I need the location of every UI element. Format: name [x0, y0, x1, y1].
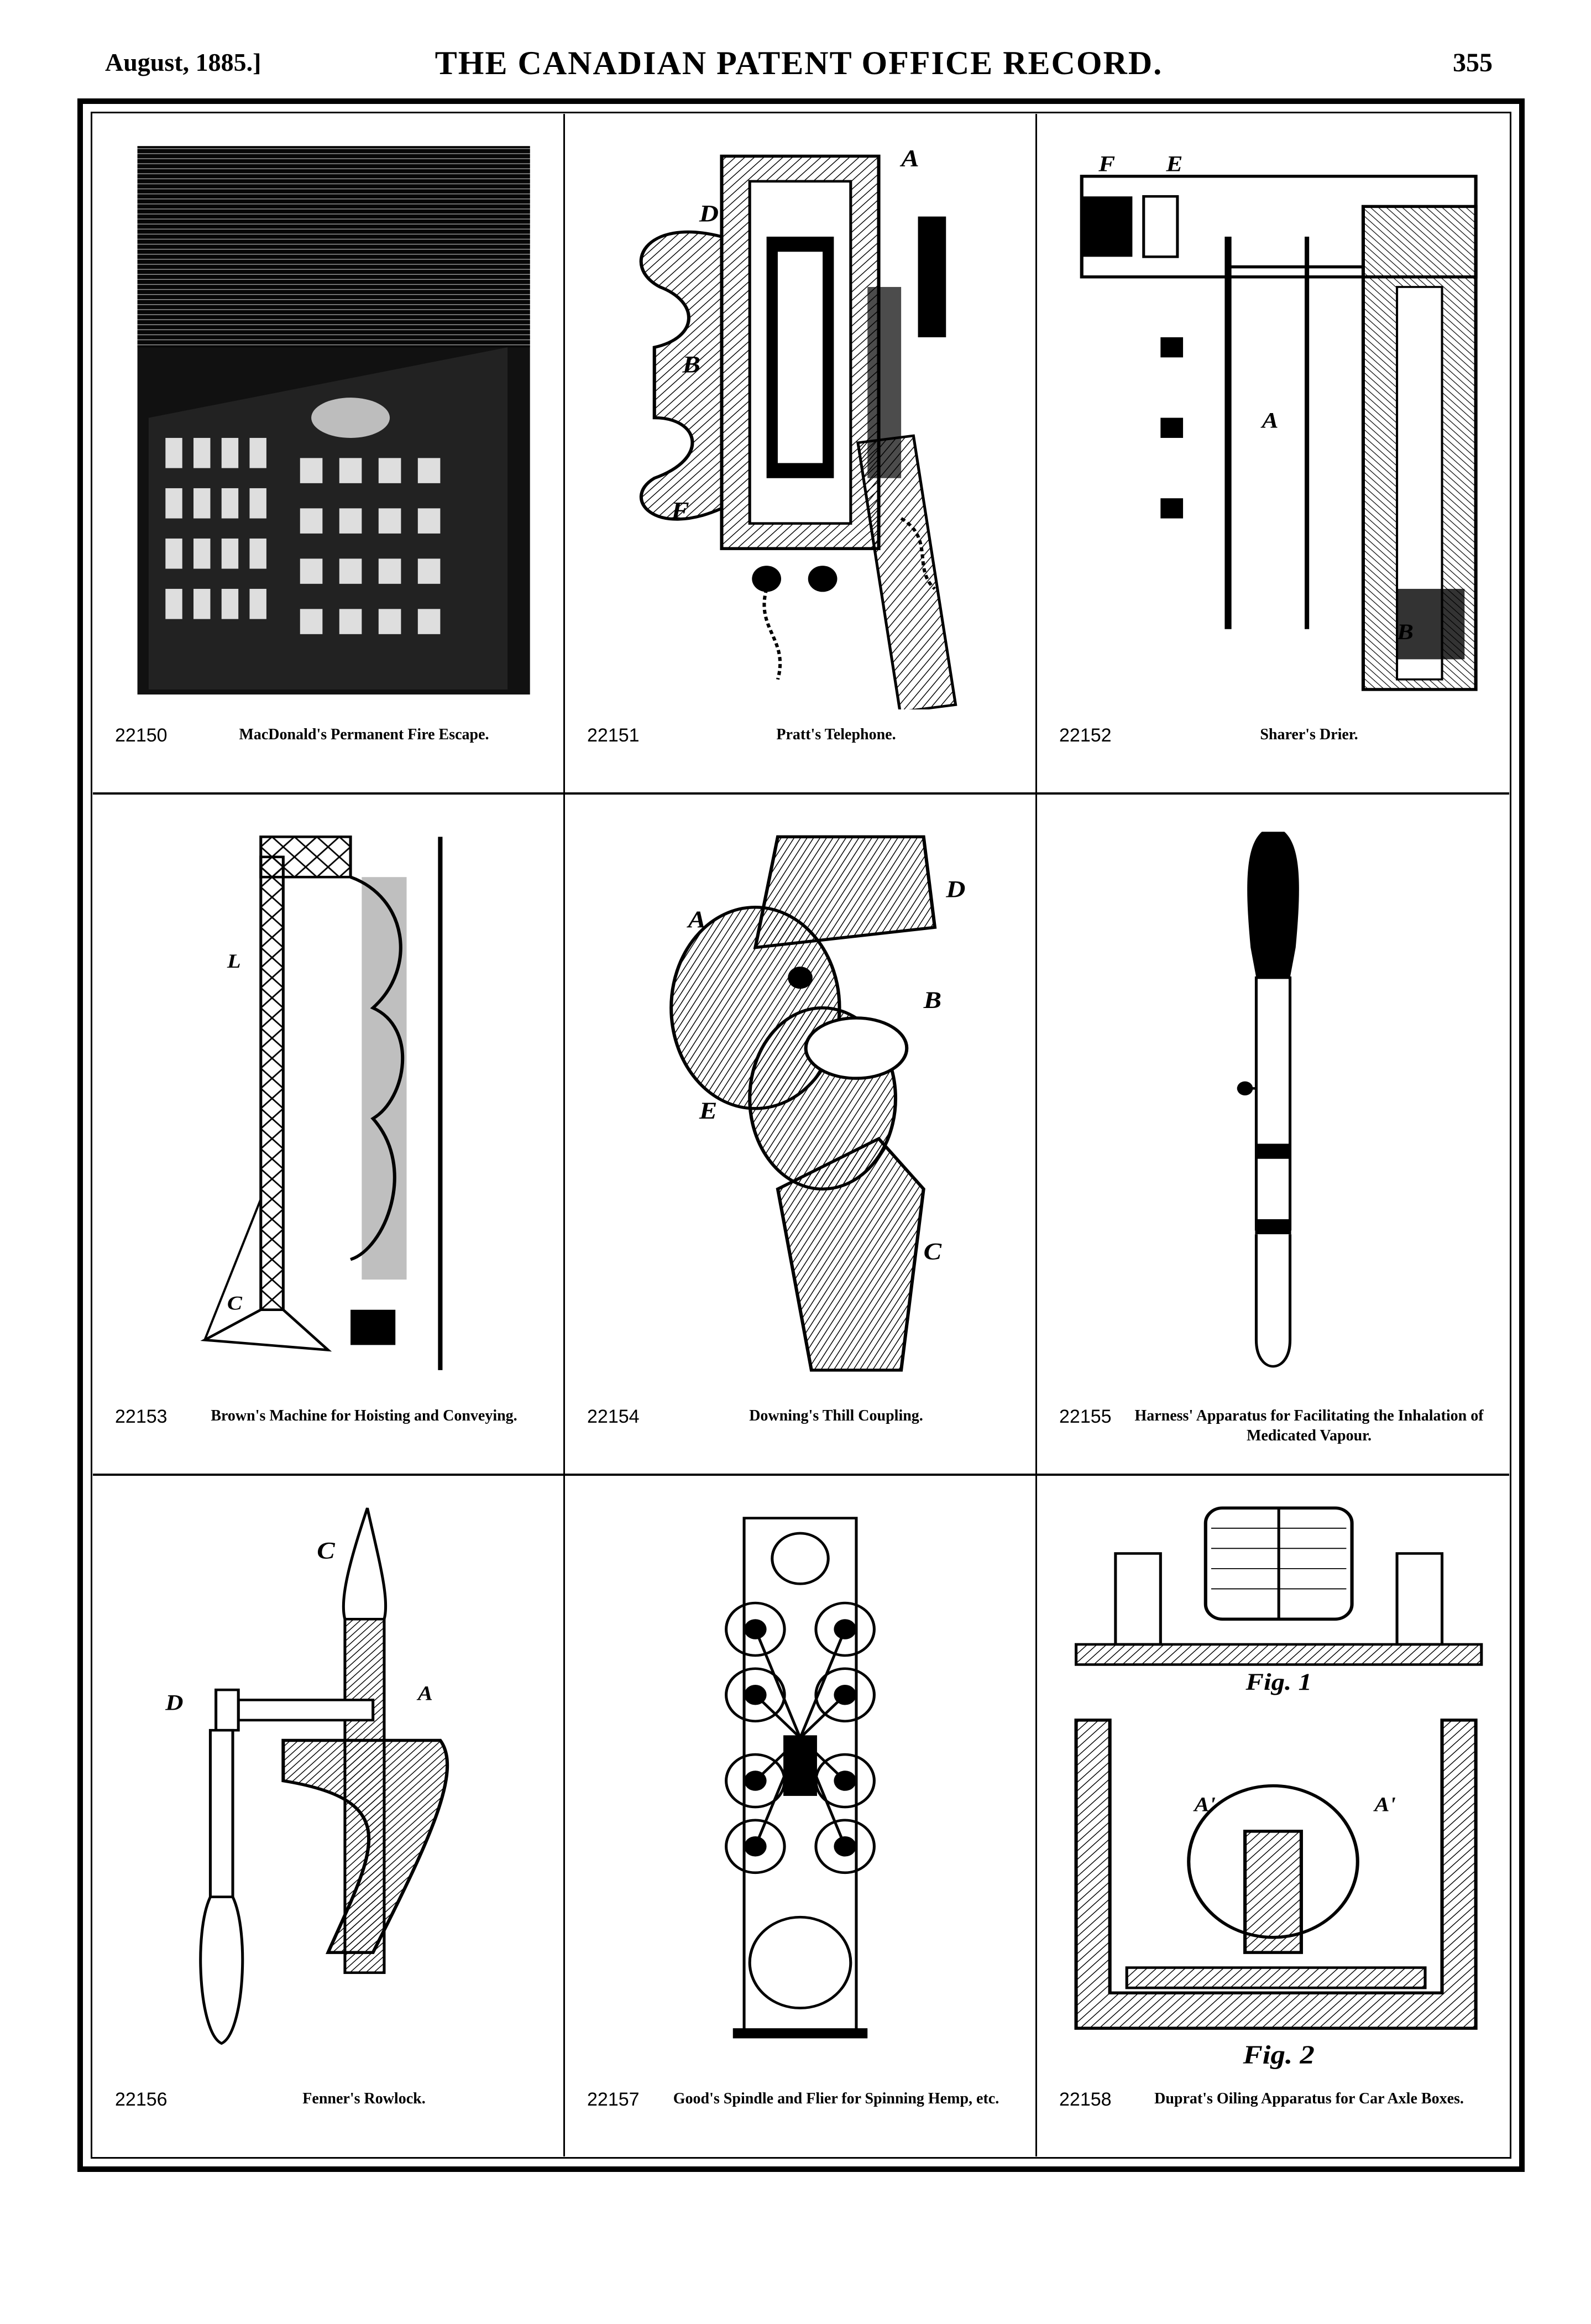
patent-title: Brown's Machine for Hoisting and Conveyi…	[211, 1407, 517, 1424]
patent-caption: 22157 Good's Spindle and Flier for Spinn…	[587, 2081, 1019, 2142]
svg-text:A': A'	[1193, 1794, 1216, 1816]
thill-coupling-illustration: A D B E C	[587, 817, 1013, 1390]
svg-text:B: B	[923, 987, 942, 1014]
patent-caption: 22151 Pratt's Telephone.	[587, 717, 1019, 778]
patent-number: 22151	[587, 725, 640, 746]
svg-text:F: F	[671, 498, 689, 524]
fig1-label: Fig. 1	[1245, 1669, 1312, 1695]
drier-illustration: F E A B	[1059, 136, 1487, 709]
patent-cell-22154: A D B E C 22154 Downing's Thill Coupling…	[565, 795, 1037, 1476]
svg-text:A: A	[899, 145, 919, 172]
svg-text:C: C	[924, 1239, 943, 1265]
patent-title: Harness' Apparatus for Facilitating the …	[1134, 1407, 1484, 1444]
issue-date: August, 1885.]	[105, 48, 261, 76]
patent-cell-22153: L C 22153 Brown's Machine for Hoisting a…	[93, 795, 565, 1476]
page-header: August, 1885.] THE CANADIAN PATENT OFFIC…	[105, 45, 1493, 86]
inhalation-apparatus-illustration	[1059, 817, 1487, 1390]
patent-cell-22157: 22157 Good's Spindle and Flier for Spinn…	[565, 1475, 1037, 2156]
patent-caption: 22158 Duprat's Oiling Apparatus for Car …	[1059, 2081, 1493, 2142]
patent-cell-22152: F E A B 22152 Sharer's Drier.	[1037, 114, 1509, 795]
oiling-apparatus-illustration: Fig. 1 Fig. 2 A' A'	[1059, 1498, 1487, 2074]
patent-caption: 22154 Downing's Thill Coupling.	[587, 1398, 1019, 1459]
svg-text:D: D	[699, 201, 719, 227]
patent-title: MacDonald's Permanent Fire Escape.	[239, 726, 489, 744]
page-number: 355	[1453, 48, 1493, 77]
patent-title: Pratt's Telephone.	[776, 726, 896, 744]
plate-inner-rule	[91, 112, 1511, 2159]
patent-number: 22153	[115, 1406, 168, 1427]
patent-title: Downing's Thill Coupling.	[749, 1407, 923, 1424]
patent-number: 22155	[1059, 1406, 1112, 1427]
patent-cell-22150: 22150 MacDonald's Permanent Fire Escape.	[93, 114, 565, 795]
rowlock-illustration: C D A	[115, 1498, 541, 2074]
svg-text:E: E	[1165, 152, 1182, 176]
patent-cell-22158: Fig. 1 Fig. 2 A' A' 22158 Duprat's Oilin…	[1037, 1476, 1509, 2156]
publication-title: THE CANADIAN PATENT OFFICE RECORD.	[435, 45, 1163, 81]
svg-text:C: C	[317, 1537, 336, 1564]
patent-cell-22156: C D A 22156 Fenner's Rowlock.	[93, 1475, 565, 2156]
patent-number: 22150	[115, 725, 168, 746]
fire-escape-illustration	[115, 136, 541, 709]
svg-text:A': A'	[1373, 1794, 1396, 1816]
patent-title: Fenner's Rowlock.	[302, 2090, 426, 2107]
patent-cell-22151: A D B F 22151 Pratt's Telephone.	[565, 114, 1037, 795]
svg-text:F: F	[1098, 152, 1115, 176]
svg-text:E: E	[699, 1098, 718, 1125]
patent-caption: 22152 Sharer's Drier.	[1059, 717, 1493, 778]
svg-text:A: A	[686, 907, 706, 933]
svg-text:L: L	[227, 951, 241, 973]
patent-number: 22157	[587, 2089, 640, 2110]
patent-caption: 22150 MacDonald's Permanent Fire Escape.	[115, 717, 547, 778]
svg-text:B: B	[682, 352, 700, 378]
patent-title: Good's Spindle and Flier for Spinning He…	[673, 2090, 999, 2107]
patent-number: 22152	[1059, 725, 1112, 746]
patent-number: 22158	[1059, 2089, 1112, 2110]
patent-caption: 22156 Fenner's Rowlock.	[115, 2081, 547, 2142]
patent-caption: 22153 Brown's Machine for Hoisting and C…	[115, 1398, 547, 1459]
patent-number: 22154	[587, 1406, 640, 1427]
fig2-label: Fig. 2	[1242, 2040, 1315, 2069]
patent-title: Sharer's Drier.	[1260, 726, 1358, 744]
patent-caption: 22155 Harness' Apparatus for Facilitatin…	[1059, 1398, 1493, 1459]
svg-text:C: C	[227, 1293, 243, 1315]
plate-frame: 22150 MacDonald's Permanent Fire Escape.	[77, 98, 1525, 2172]
svg-text:B: B	[1396, 620, 1414, 644]
patent-number: 22156	[115, 2089, 168, 2110]
svg-text:A: A	[417, 1683, 433, 1705]
patent-cell-22155: 22155 Harness' Apparatus for Facilitatin…	[1037, 795, 1509, 1476]
patent-title: Duprat's Oiling Apparatus for Car Axle B…	[1154, 2090, 1464, 2107]
svg-text:A: A	[1260, 409, 1278, 433]
svg-text:D: D	[165, 1690, 183, 1715]
svg-text:D: D	[945, 876, 965, 903]
hoisting-machine-illustration: L C	[115, 817, 541, 1390]
patent-grid: 22150 MacDonald's Permanent Fire Escape.	[93, 114, 1509, 2156]
telephone-illustration: A D B F	[587, 136, 1013, 710]
spindle-flier-illustration	[587, 1498, 1013, 2074]
